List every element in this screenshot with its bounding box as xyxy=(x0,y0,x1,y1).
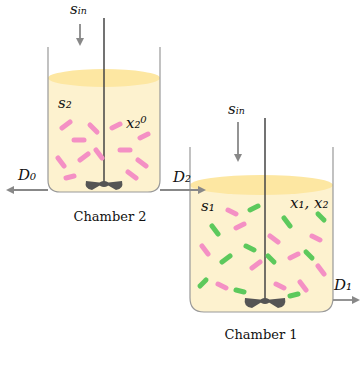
variable-label: x₁, x₂ xyxy=(290,196,328,211)
variable-label: s₂ xyxy=(58,96,72,111)
inflow-arrow xyxy=(237,122,239,160)
beaker-outline xyxy=(190,147,333,312)
variable-label: x₂⁰ xyxy=(126,116,147,131)
flow-label: D₁ xyxy=(334,278,352,293)
chamber-label: Chamber 2 xyxy=(73,210,146,223)
stirrer-shaft xyxy=(264,118,266,300)
chamber-node: Chamber 1s₁x₁, x₂ xyxy=(190,147,333,312)
liquid xyxy=(190,185,333,312)
stirrer-hub xyxy=(260,298,270,304)
flow-connector xyxy=(160,189,204,191)
stirrer-hub xyxy=(99,181,109,187)
outflow-arrow xyxy=(333,299,358,301)
flow-label: D₂ xyxy=(173,170,191,185)
chamber-node: Chamber 2s₂x₂⁰ xyxy=(48,47,160,192)
flow-label: sᵢₙ xyxy=(228,102,245,117)
stirrer-blades xyxy=(86,181,123,190)
stirrer-blades xyxy=(245,298,286,308)
variable-label: s₁ xyxy=(201,199,215,214)
outflow-arrow xyxy=(8,189,48,191)
flow-label: sᵢₙ xyxy=(70,2,87,17)
chamber-label: Chamber 1 xyxy=(224,328,297,341)
bacteria-pink xyxy=(58,122,324,290)
bacteria-green xyxy=(200,206,324,296)
flow-label: D₀ xyxy=(18,168,36,183)
inflow-arrow xyxy=(79,24,81,44)
liquid-surface xyxy=(190,175,333,195)
